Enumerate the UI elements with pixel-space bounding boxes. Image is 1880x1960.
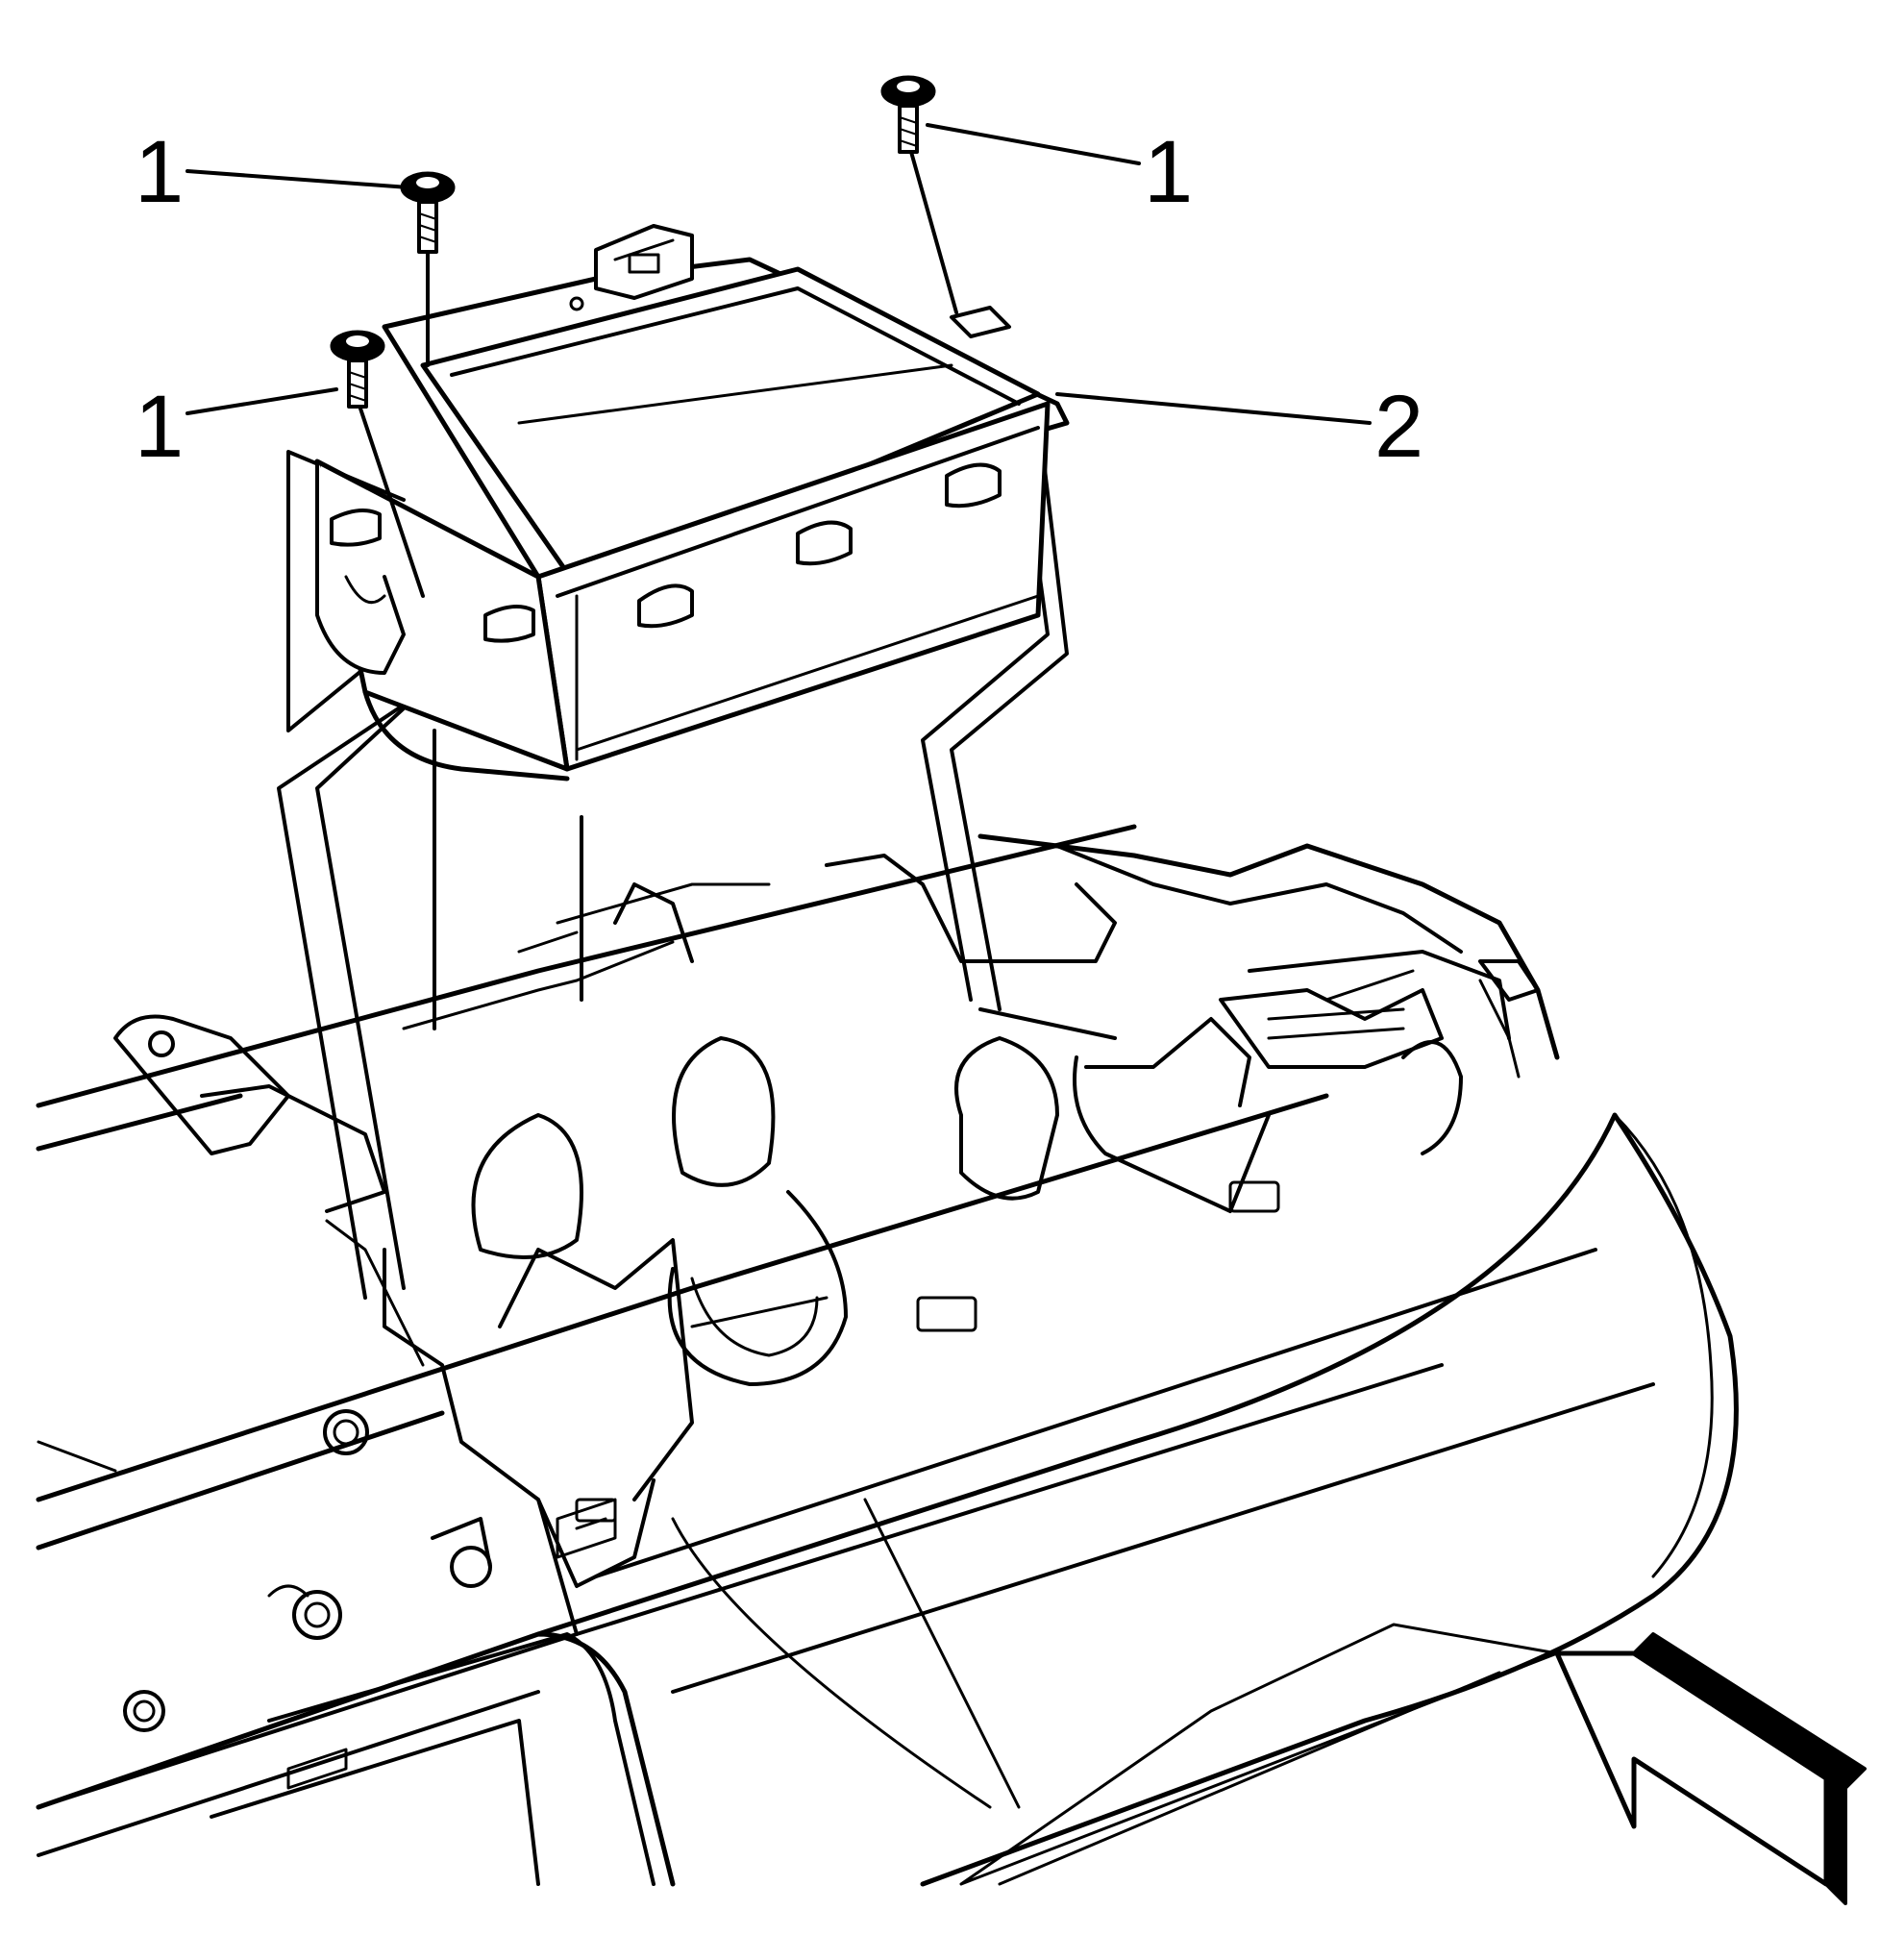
leader-lines bbox=[186, 123, 1372, 425]
clip-icon bbox=[323, 1409, 369, 1455]
callout-1-left-top: 1 bbox=[135, 123, 184, 221]
callout-1-right-top: 1 bbox=[1144, 123, 1193, 221]
callout-1-left-mid: 1 bbox=[135, 378, 184, 476]
fastener-left-mid bbox=[330, 330, 425, 598]
view-direction-arrow-icon bbox=[1554, 1632, 1867, 1905]
control-module bbox=[314, 224, 1070, 782]
instrument-panel bbox=[36, 824, 1739, 1887]
vent-slot-icon bbox=[330, 462, 1002, 643]
callout-2-module: 2 bbox=[1374, 378, 1423, 476]
fastener-left-top bbox=[400, 171, 456, 367]
clip-icon bbox=[431, 1517, 492, 1588]
clip-icon bbox=[123, 1690, 165, 1732]
fastener-right-top bbox=[880, 75, 958, 314]
clip-icon bbox=[267, 1584, 342, 1640]
connector-icon bbox=[575, 1180, 1280, 1523]
connector-icon bbox=[594, 224, 694, 300]
